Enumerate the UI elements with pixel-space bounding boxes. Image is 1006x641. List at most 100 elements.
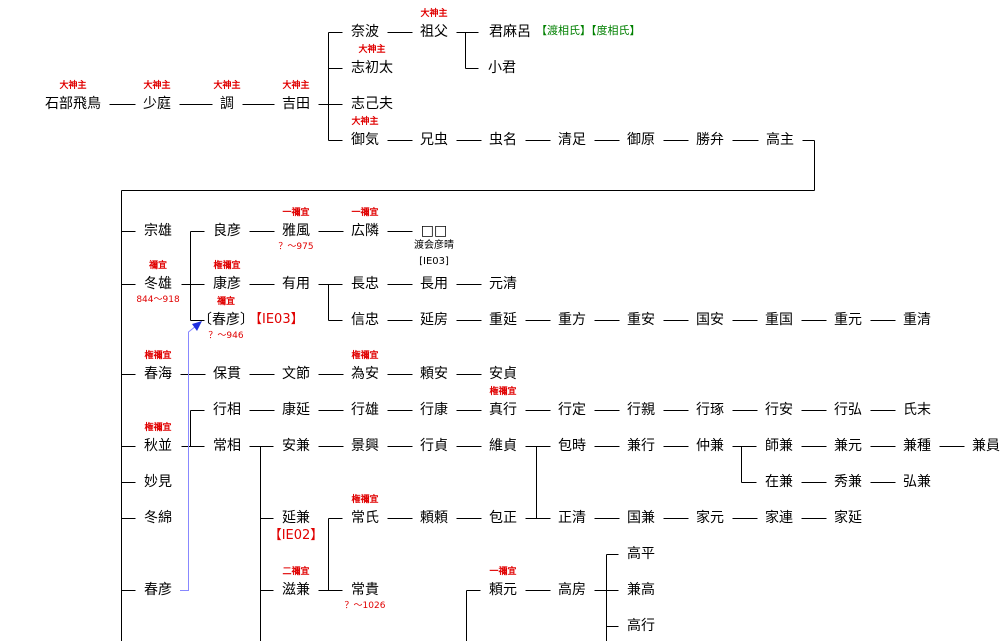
- person-name[interactable]: 重延: [489, 312, 517, 328]
- person-name[interactable]: 弘兼: [903, 474, 931, 490]
- person-name[interactable]: 元清: [489, 276, 517, 292]
- person-name[interactable]: 春彦: [144, 582, 172, 598]
- person-name[interactable]: 兼行: [627, 438, 655, 454]
- person-name[interactable]: 真行: [489, 402, 517, 418]
- person-name[interactable]: 維貞: [489, 438, 517, 454]
- person-name[interactable]: 滋兼: [282, 582, 310, 598]
- person-name[interactable]: 虫名: [489, 132, 517, 148]
- rank-title: 大神主: [59, 81, 87, 91]
- person-name[interactable]: 景興: [351, 438, 379, 454]
- rank-title: 禰宜: [216, 297, 236, 307]
- person-name[interactable]: 安兼: [282, 438, 310, 454]
- person-name[interactable]: 重清: [903, 312, 931, 328]
- person-name[interactable]: 小君: [488, 60, 516, 76]
- person-name[interactable]: 春海: [144, 366, 172, 382]
- person-name[interactable]: 頼頼: [420, 510, 448, 526]
- person-name[interactable]: 行貞: [420, 438, 448, 454]
- person-name[interactable]: 〔春彦〕: [198, 312, 254, 328]
- person-name[interactable]: 志己夫: [351, 96, 393, 112]
- person-name[interactable]: 行相: [213, 402, 241, 418]
- person-name[interactable]: 高主: [766, 132, 794, 148]
- person-name[interactable]: 行琢: [696, 402, 724, 418]
- person-name[interactable]: 有用: [282, 276, 310, 292]
- person-name[interactable]: 秋並: [144, 438, 172, 454]
- person-name[interactable]: 調: [220, 96, 234, 112]
- person-name[interactable]: 御原: [627, 132, 655, 148]
- person-name[interactable]: 仲兼: [696, 438, 724, 454]
- person-name[interactable]: 為安: [351, 366, 379, 382]
- person-name[interactable]: 高房: [558, 582, 586, 598]
- person-name[interactable]: 秀兼: [834, 474, 862, 490]
- person-name[interactable]: 長用: [420, 276, 448, 292]
- person-name[interactable]: 兼元: [834, 438, 862, 454]
- person-name[interactable]: 師兼: [765, 438, 793, 454]
- rank-title: 大神主: [282, 81, 310, 91]
- person-name[interactable]: 国兼: [627, 510, 655, 526]
- person-name[interactable]: 広隣: [351, 223, 379, 239]
- person-name[interactable]: 少庭: [143, 96, 171, 112]
- person-name[interactable]: □□: [420, 223, 448, 239]
- person-name[interactable]: 氏末: [903, 402, 931, 418]
- person-name[interactable]: 保貫: [213, 366, 241, 382]
- person-name[interactable]: 家元: [696, 510, 724, 526]
- person-name[interactable]: 包時: [558, 438, 586, 454]
- person-name[interactable]: 志初太: [351, 60, 393, 76]
- person-name[interactable]: 高平: [627, 546, 655, 562]
- rank-title: 権禰宜: [489, 387, 517, 397]
- rank-title: 大神主: [420, 9, 448, 19]
- person-name[interactable]: 行雄: [351, 402, 379, 418]
- person-name[interactable]: 長忠: [351, 276, 379, 292]
- person-name[interactable]: 兼員: [972, 438, 1000, 454]
- person-name[interactable]: 石部飛鳥: [45, 96, 101, 112]
- person-name[interactable]: 奈波: [351, 24, 379, 40]
- person-name[interactable]: 重方: [558, 312, 586, 328]
- person-name[interactable]: 常相: [213, 438, 241, 454]
- person-name[interactable]: 安貞: [489, 366, 517, 382]
- person-name[interactable]: 清足: [558, 132, 586, 148]
- person-name[interactable]: 康彦: [213, 276, 241, 292]
- person-name[interactable]: 高行: [627, 618, 655, 634]
- person-name[interactable]: 行親: [627, 402, 655, 418]
- person-name[interactable]: 行定: [558, 402, 586, 418]
- person-name[interactable]: 行安: [765, 402, 793, 418]
- person-name[interactable]: 包正: [489, 510, 517, 526]
- person-name[interactable]: 冬綿: [144, 510, 172, 526]
- person-name[interactable]: 正清: [558, 510, 586, 526]
- person-name[interactable]: 行弘: [834, 402, 862, 418]
- rank-title: 禰宜: [148, 261, 168, 271]
- person-name[interactable]: 国安: [696, 312, 724, 328]
- person-name[interactable]: 宗雄: [144, 223, 172, 239]
- person-name[interactable]: 良彦: [213, 223, 241, 239]
- rank-title: 一禰宜: [489, 567, 517, 577]
- person-name[interactable]: 重安: [627, 312, 655, 328]
- person-name[interactable]: 頼安: [420, 366, 448, 382]
- person-name[interactable]: 吉田: [282, 96, 310, 112]
- person-name[interactable]: 勝弁: [696, 132, 724, 148]
- person-name[interactable]: 重元: [834, 312, 862, 328]
- person-name[interactable]: 延房: [420, 312, 448, 328]
- rank-title: 権禰宜: [213, 261, 241, 271]
- person-name[interactable]: 在兼: [765, 474, 793, 490]
- person-name[interactable]: 延兼: [282, 510, 310, 526]
- person-name[interactable]: 文節: [282, 366, 310, 382]
- person-name[interactable]: 家連: [765, 510, 793, 526]
- person-name[interactable]: 妙見: [144, 474, 172, 490]
- person-name[interactable]: 家延: [834, 510, 862, 526]
- person-name[interactable]: 重国: [765, 312, 793, 328]
- person-name[interactable]: 君麻呂: [489, 24, 531, 40]
- person-name[interactable]: 常氏: [351, 510, 379, 526]
- person-name[interactable]: 兼種: [903, 438, 931, 454]
- person-name[interactable]: 頼元: [489, 582, 517, 598]
- person-name[interactable]: 行康: [420, 402, 448, 418]
- rank-title: 権禰宜: [351, 495, 379, 505]
- person-name[interactable]: 信忠: [351, 312, 379, 328]
- person-name[interactable]: 冬雄: [144, 276, 172, 292]
- person-name[interactable]: 兼高: [627, 582, 655, 598]
- person-name[interactable]: 雅風: [282, 223, 310, 239]
- person-name[interactable]: 祖父: [420, 24, 448, 40]
- rank-title: 二禰宜: [282, 567, 310, 577]
- person-name[interactable]: 常貴: [351, 582, 379, 598]
- person-name[interactable]: 康延: [282, 402, 310, 418]
- person-name[interactable]: 兄虫: [420, 132, 448, 148]
- person-name[interactable]: 御気: [351, 132, 379, 148]
